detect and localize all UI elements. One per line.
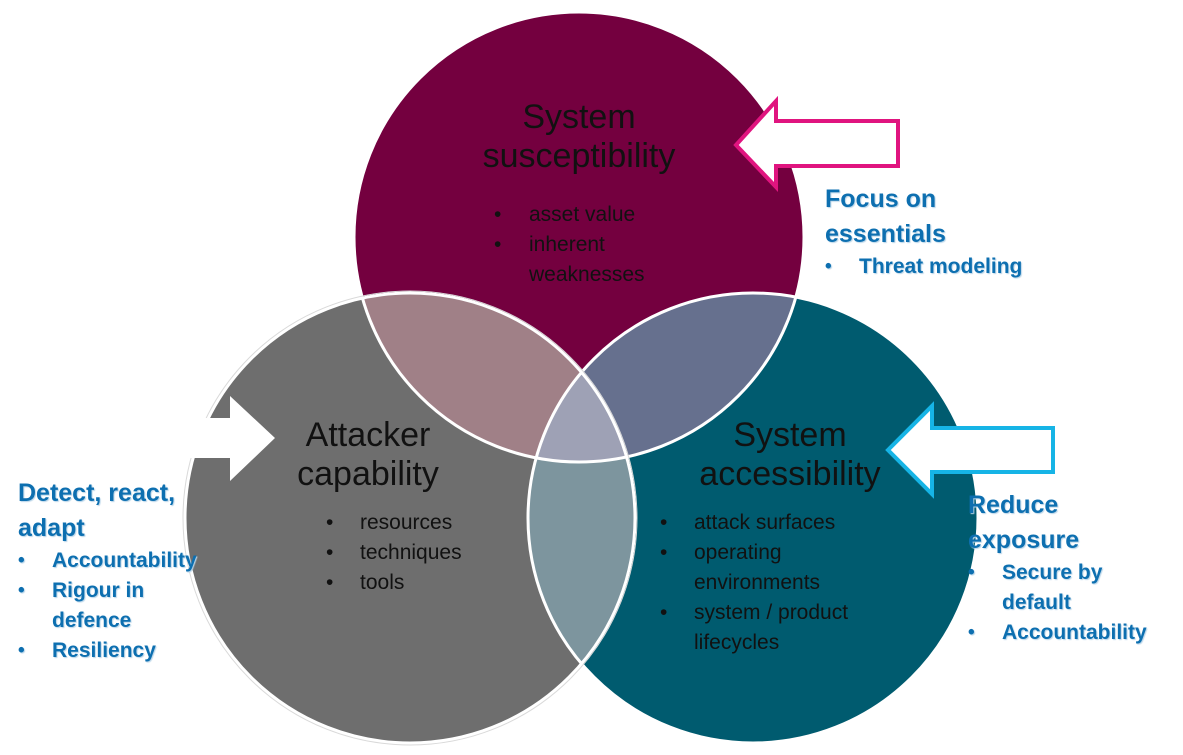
svg-text:•: • bbox=[494, 233, 501, 256]
svg-text:•: • bbox=[494, 203, 501, 226]
bullet-glyph: • bbox=[660, 541, 667, 564]
susceptibility-bullet: inherent bbox=[529, 233, 605, 256]
note-heading-line: essentials bbox=[825, 220, 946, 248]
susceptibility-text: System susceptibility • asset value • in… bbox=[483, 98, 676, 286]
arrow-left-icon bbox=[108, 396, 275, 481]
bullet-glyph: • bbox=[326, 541, 333, 564]
svg-text:System: System bbox=[733, 416, 846, 454]
svg-text:system / product: system / product bbox=[694, 601, 848, 624]
capability-title-line: capability bbox=[297, 455, 439, 493]
note-item: Accountability bbox=[968, 618, 1147, 648]
bullet-glyph: • bbox=[660, 601, 667, 624]
susceptibility-title-line: System bbox=[522, 98, 635, 136]
capability-bullet: techniques bbox=[360, 541, 462, 564]
svg-text:lifecycles: lifecycles bbox=[694, 631, 779, 654]
note-item-line: defence bbox=[52, 609, 132, 632]
accessibility-bullet: operating bbox=[694, 541, 782, 564]
note-heading-line: adapt bbox=[18, 514, 85, 542]
susceptibility-bullet: asset value bbox=[529, 203, 635, 226]
note-detect-react-adapt: Detect, react, adapt Accountability Rigo… bbox=[18, 476, 197, 666]
susceptibility-bullet: weaknesses bbox=[528, 263, 645, 286]
svg-text:techniques: techniques bbox=[360, 541, 462, 564]
note-item: Accountability bbox=[18, 546, 197, 576]
bullet-glyph: • bbox=[494, 203, 501, 226]
accessibility-text: System accessibility • attack surfaces •… bbox=[660, 416, 881, 654]
note-item-line: Secure by bbox=[1002, 561, 1103, 584]
bullet-glyph: • bbox=[326, 511, 333, 534]
note-focus-on-essentials: Focus on essentials Threat modeling bbox=[825, 182, 1022, 282]
svg-text:tools: tools bbox=[360, 571, 404, 594]
overlap-susceptibility-accessibility bbox=[528, 293, 804, 462]
note-item: Secure by default bbox=[968, 558, 1147, 618]
svg-text:susceptibility: susceptibility bbox=[483, 137, 676, 175]
note-item: Rigour in defence bbox=[18, 576, 197, 636]
svg-text:•: • bbox=[660, 541, 667, 564]
accessibility-bullet: lifecycles bbox=[694, 631, 779, 654]
accessibility-title-line: accessibility bbox=[699, 455, 880, 493]
note-heading-line: Detect, react, bbox=[18, 479, 176, 507]
note-reduce-exposure: Reduce exposure Secure by default Accoun… bbox=[968, 488, 1147, 648]
note-item-line: Rigour in bbox=[52, 579, 145, 602]
svg-text:inherent: inherent bbox=[529, 233, 605, 256]
svg-text:•: • bbox=[326, 571, 333, 594]
svg-text:System: System bbox=[522, 98, 635, 136]
note-item: Threat modeling bbox=[825, 252, 1022, 282]
bullet-glyph: • bbox=[494, 233, 501, 256]
svg-text:capability: capability bbox=[297, 455, 439, 493]
note-item-line: Accountability bbox=[1002, 621, 1147, 644]
note-heading-line: exposure bbox=[968, 526, 1080, 554]
overlap-susceptibility-capability bbox=[354, 293, 635, 462]
svg-text:•: • bbox=[326, 511, 333, 534]
svg-text:•: • bbox=[660, 511, 667, 534]
svg-text:attack surfaces: attack surfaces bbox=[694, 511, 835, 534]
svg-text:•: • bbox=[326, 541, 333, 564]
svg-text:accessibility: accessibility bbox=[699, 455, 880, 493]
svg-text:asset value: asset value bbox=[529, 203, 635, 226]
accessibility-bullet: environments bbox=[694, 571, 820, 594]
svg-text:resources: resources bbox=[360, 511, 452, 534]
bullet-glyph: • bbox=[660, 511, 667, 534]
svg-text:•: • bbox=[660, 601, 667, 624]
accessibility-bullet: system / product bbox=[694, 601, 848, 624]
capability-bullet: resources bbox=[360, 511, 452, 534]
note-heading-line: Focus on bbox=[825, 185, 937, 213]
arrow-right-icon bbox=[885, 401, 1055, 499]
note-item-line: Accountability bbox=[52, 549, 197, 572]
note-item-line: Resiliency bbox=[52, 639, 156, 662]
svg-text:Attacker: Attacker bbox=[306, 416, 431, 454]
svg-text:weaknesses: weaknesses bbox=[528, 263, 645, 286]
svg-text:environments: environments bbox=[694, 571, 820, 594]
note-heading-line: Reduce bbox=[968, 491, 1059, 519]
note-item: Resiliency bbox=[18, 636, 197, 666]
capability-text: Attacker capability • resources • techni… bbox=[297, 416, 461, 594]
accessibility-bullet: attack surfaces bbox=[694, 511, 835, 534]
svg-text:operating: operating bbox=[694, 541, 782, 564]
arrow-top-icon bbox=[733, 95, 900, 192]
capability-bullet: tools bbox=[360, 571, 404, 594]
note-item-line: default bbox=[1002, 591, 1071, 614]
note-item-line: Threat modeling bbox=[859, 255, 1023, 278]
susceptibility-title-line: susceptibility bbox=[483, 137, 676, 175]
accessibility-title-line: System bbox=[733, 416, 846, 454]
capability-title-line: Attacker bbox=[306, 416, 431, 454]
bullet-glyph: • bbox=[326, 571, 333, 594]
